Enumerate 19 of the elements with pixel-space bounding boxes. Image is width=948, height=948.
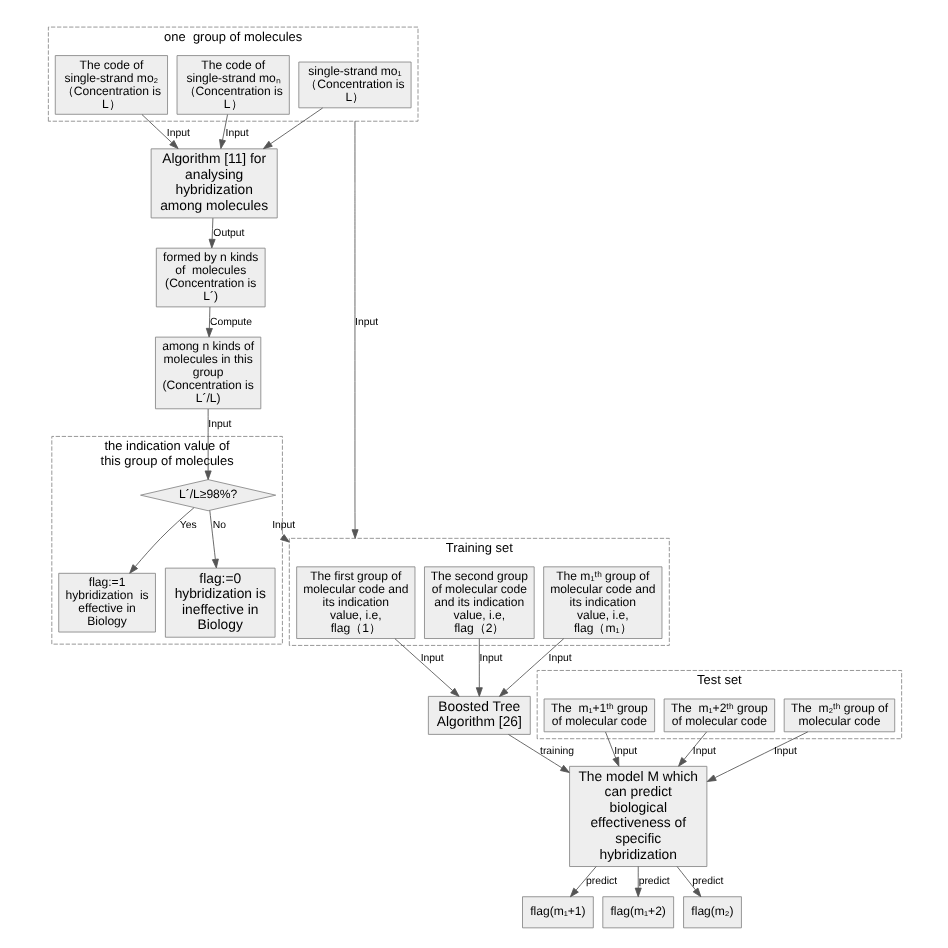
arrow [350,120,358,539]
arrow [705,731,808,782]
arrow [507,734,569,773]
arrow [208,510,218,569]
arrow [677,731,706,767]
arrow [604,731,619,767]
arrow [393,638,459,697]
arrow [262,107,323,150]
arrow [474,638,482,697]
arrow [569,866,596,898]
arrow [675,866,701,898]
arrow [128,507,194,574]
arrow [207,217,215,249]
arrow [498,638,564,697]
arrow [218,114,227,149]
arrow [140,114,178,149]
arrow [204,306,212,338]
arrow [633,866,641,898]
arrow [203,408,211,480]
